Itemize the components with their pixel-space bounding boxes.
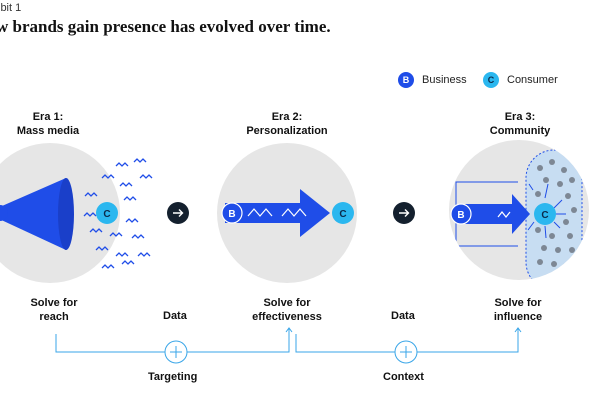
megaphone-icon [0, 178, 74, 250]
context-label: Context [383, 371, 424, 383]
svg-text:B: B [457, 210, 464, 221]
consumer-node-1: C [96, 202, 118, 224]
svg-text:C: C [103, 209, 110, 220]
plus-icon-1 [164, 340, 188, 364]
era-3-title: Era 3:Community [489, 111, 551, 137]
targeting-label: Targeting [148, 371, 198, 383]
business-node-3: B [450, 203, 472, 225]
business-node-2: B [221, 202, 243, 224]
headline: w brands gain presence has evolved over … [0, 17, 331, 36]
svg-text:C: C [541, 210, 548, 221]
exhibit-label: ibit 1 [0, 2, 22, 14]
data-label-1: Data [163, 310, 187, 322]
consumer-node-2: C [332, 202, 354, 224]
legend-consumer: C Consumer [483, 72, 558, 88]
legend-consumer-label: Consumer [507, 74, 558, 86]
era-1-title: Era 1:Mass media [16, 111, 80, 137]
business-dot-icon: B [398, 72, 414, 88]
consumer-dot-icon: C [483, 72, 499, 88]
legend-business: B Business [398, 72, 467, 88]
arrow-right-icon-1 [167, 202, 189, 224]
era-2-title: Era 2:Personalization [246, 111, 328, 137]
arrow-right-icon-2 [393, 202, 415, 224]
consumer-node-3: C [534, 203, 556, 225]
noise-squiggles [83, 158, 153, 269]
plus-icon-2 [394, 340, 418, 364]
personalized-arrow [225, 189, 330, 237]
svg-text:B: B [228, 209, 235, 220]
legend-business-label: Business [422, 74, 467, 86]
svg-text:C: C [339, 209, 346, 220]
influence-arrow [465, 194, 530, 234]
data-label-2: Data [391, 310, 415, 322]
